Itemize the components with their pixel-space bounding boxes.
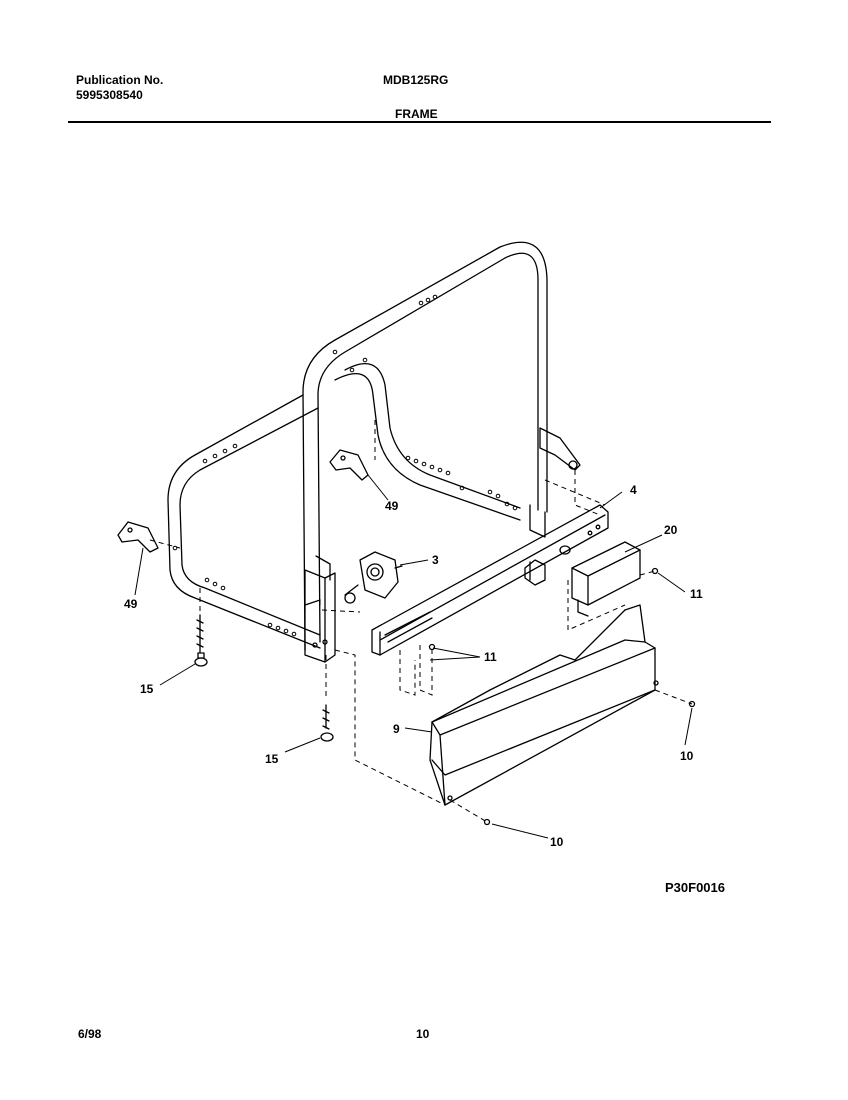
screw-10-right (688, 700, 696, 708)
screw-right (320, 704, 334, 742)
toe-kick-panel (429, 604, 659, 806)
corner-bracket-right (329, 449, 369, 481)
callout-15-left: 15 (140, 682, 154, 696)
callout-11-right: 11 (690, 587, 703, 601)
left-front-bracket (304, 555, 336, 663)
channel-rail (371, 504, 609, 656)
page-number: 10 (416, 1027, 430, 1041)
footer-date: 6/98 (78, 1027, 102, 1041)
callout-15-right: 15 (265, 752, 279, 766)
model-number: MDB125RG (383, 73, 449, 87)
frame-holes (172, 294, 518, 637)
corner-bracket-left (117, 521, 159, 553)
callout-49-left: 49 (124, 597, 138, 611)
callout-10-right: 10 (680, 749, 694, 763)
section-title: FRAME (395, 107, 438, 121)
callout-10-bottom: 10 (550, 835, 564, 849)
assembly-lines (149, 420, 693, 823)
callout-9: 9 (393, 722, 400, 736)
frame-tube (167, 241, 548, 651)
callout-3: 3 (432, 553, 439, 567)
publication-number: 5995308540 (76, 88, 143, 102)
header-divider (68, 121, 771, 123)
publication-label: Publication No. (76, 73, 164, 87)
callout-labels: 4 20 11 3 49 49 11 15 15 9 10 10 (124, 483, 703, 849)
callout-49-right: 49 (385, 499, 399, 513)
junction-box (571, 541, 641, 617)
screw-11-right (651, 567, 659, 575)
callout-4: 4 (630, 483, 637, 497)
callout-11-left: 11 (484, 650, 497, 664)
screw-10-bottom (483, 818, 491, 826)
callout-20: 20 (664, 523, 678, 537)
leveling-leg-assembly (344, 551, 403, 604)
screw-11-left (428, 643, 436, 651)
drawing-code: P30F0016 (665, 880, 725, 895)
screw-left (194, 614, 208, 667)
leader-lines (134, 474, 693, 839)
